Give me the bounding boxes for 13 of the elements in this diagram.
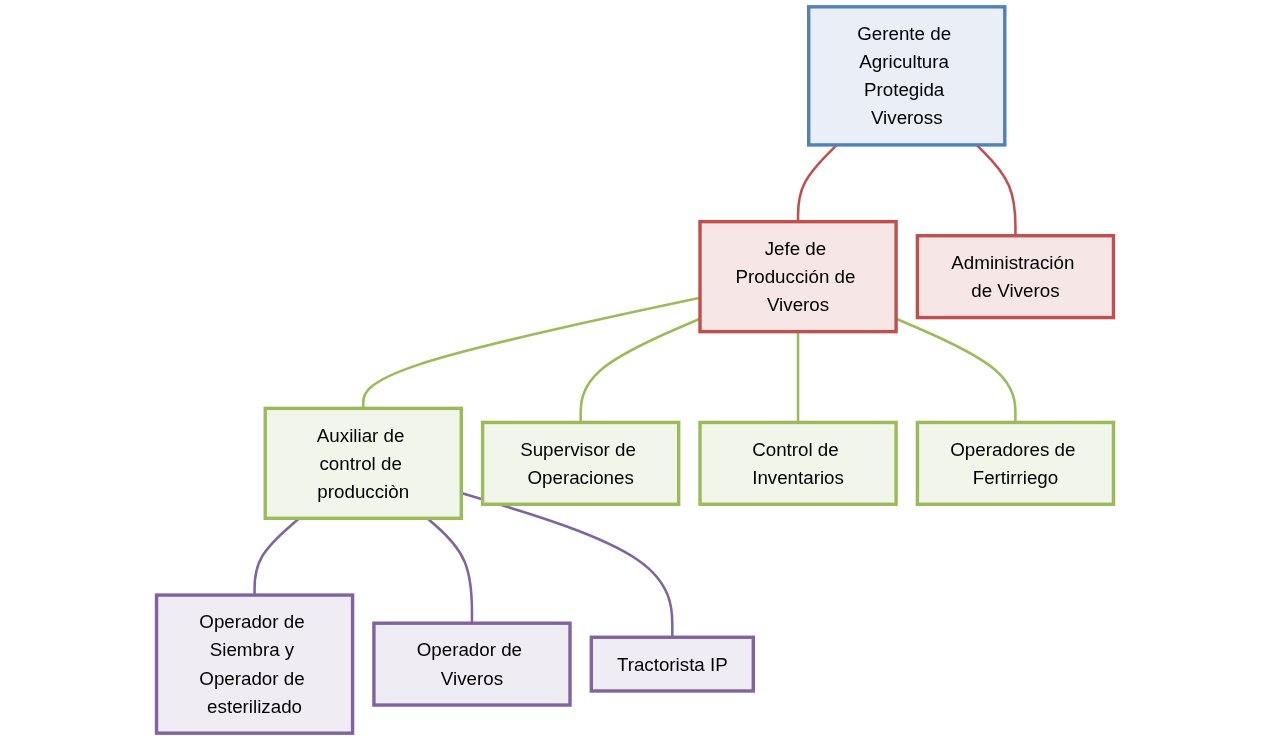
node-box: Operador de Viveros [372,621,572,707]
node-box: Operador de Siembra y Operador de esterilizado [154,593,355,735]
node-box: Operadores de Fertirriego [915,420,1116,506]
node-box: Control de Inventarios [698,420,898,506]
connector [796,331,800,423]
node-box: Administración de Viveros [915,234,1116,320]
connector [975,144,1017,236]
node-box: Auxiliar de control de producciòn [263,406,463,521]
node-box: Tractorista IP [589,635,755,693]
node-box: Gerente de Agricultura Protegida Viveross [807,5,1007,147]
node-box: Supervisor de Operaciones [480,420,681,506]
node-box: Jefe de Producción de Viveros [698,219,898,334]
connector [796,144,838,222]
